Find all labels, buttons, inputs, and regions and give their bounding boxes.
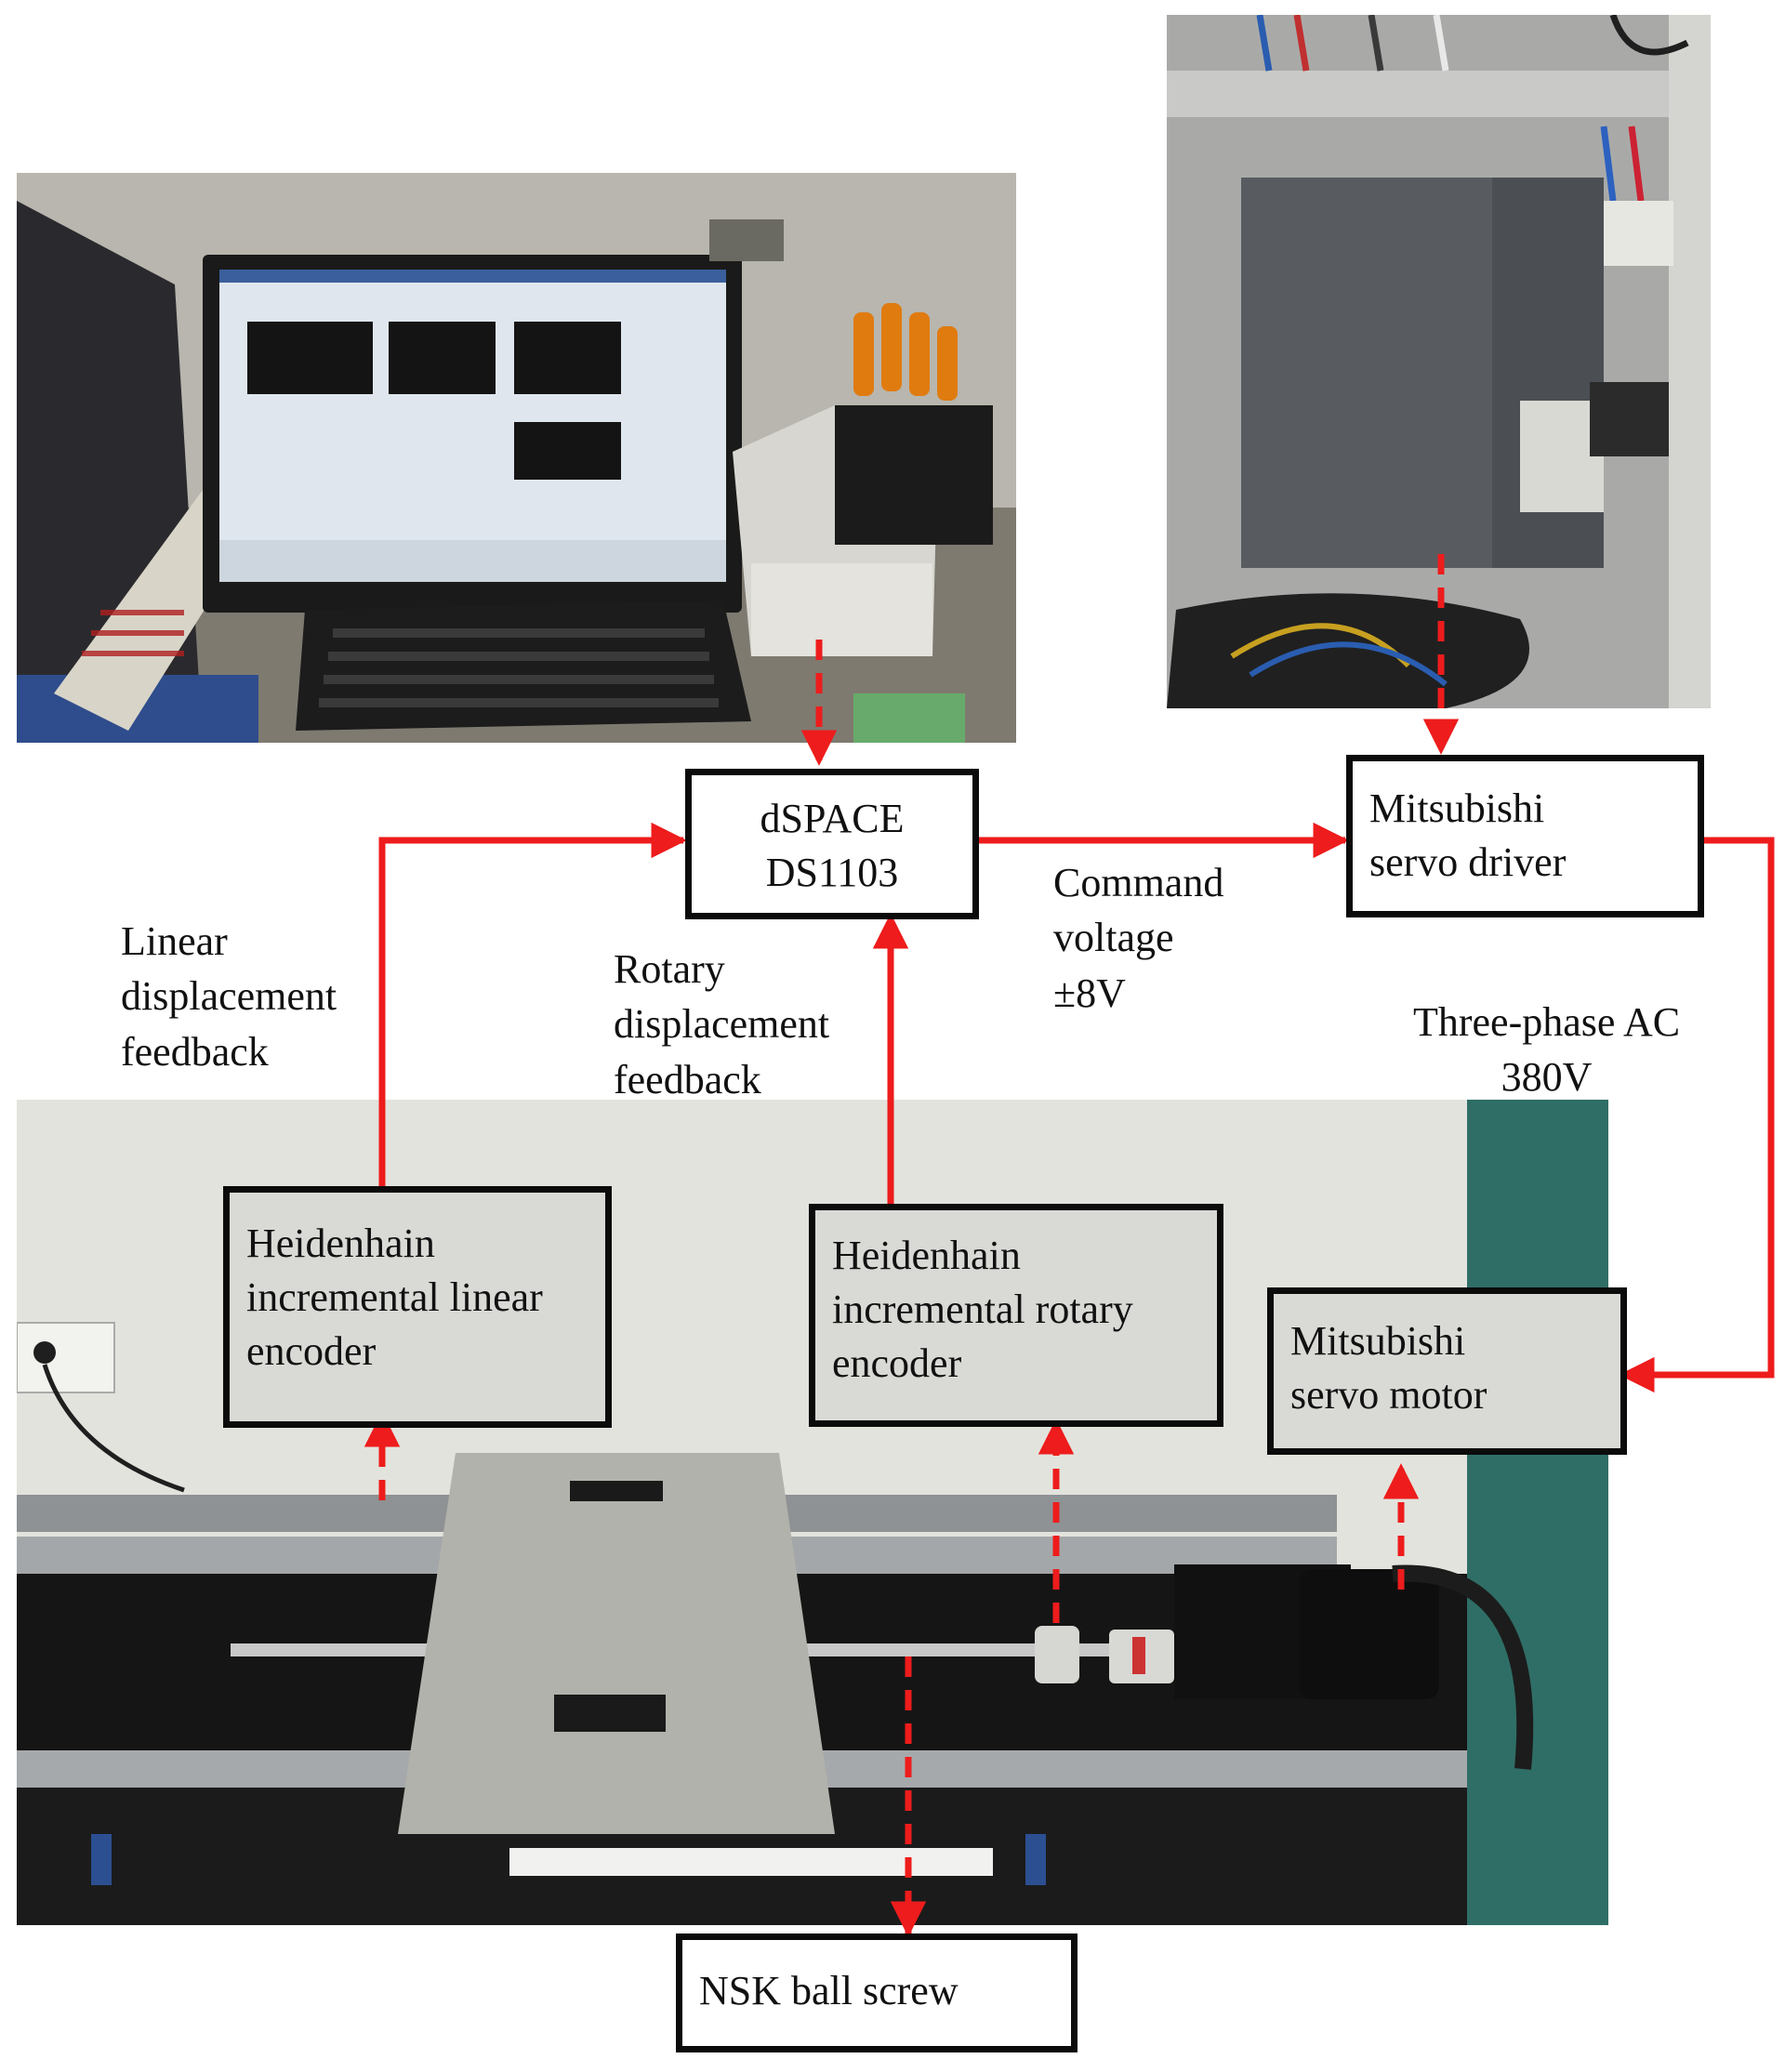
arrow-three-phase xyxy=(1619,837,1775,1393)
label-three-phase-ac: Three-phase AC 380V xyxy=(1413,995,1680,1105)
node-linear-encoder-line-1: Heidenhain xyxy=(246,1221,435,1266)
node-linear-encoder-line-3: encoder xyxy=(246,1328,377,1375)
cabinet-photo xyxy=(1167,15,1711,708)
node-rotary-encoder-line-1: Heidenhain xyxy=(832,1233,1021,1278)
label-three-phase-line-1: Three-phase AC xyxy=(1413,999,1681,1045)
node-servo-driver-line-1: Mitsubishi xyxy=(1369,785,1545,831)
label-linear-line-2: displacement xyxy=(121,973,337,1020)
node-servo-motor-line-2: servo motor xyxy=(1290,1372,1488,1419)
label-rotary-line-3: feedback xyxy=(614,1056,761,1102)
label-rotary-displacement-feedback: Rotary displacement feedback xyxy=(614,942,829,1107)
node-heidenhain-linear-encoder: Heidenhain incremental linear encoder xyxy=(223,1186,612,1428)
node-servo-motor-line-1: Mitsubishi xyxy=(1290,1318,1466,1364)
label-linear-line-1: Linear xyxy=(121,918,228,964)
label-command-voltage: Command voltage ±8V xyxy=(1053,855,1223,1021)
node-dspace-ds1103: dSPACE DS1103 xyxy=(685,769,979,919)
node-nsk-ball-screw: NSK ball screw xyxy=(676,1933,1078,2052)
node-linear-encoder-line-2: incremental linear xyxy=(246,1274,543,1321)
label-rotary-line-1: Rotary xyxy=(614,946,725,992)
node-mitsubishi-servo-motor: Mitsubishi servo motor xyxy=(1267,1287,1627,1455)
node-rotary-encoder-line-3: encoder xyxy=(832,1340,962,1387)
label-command-line-1: Command xyxy=(1053,860,1224,905)
label-linear-line-3: feedback xyxy=(121,1028,269,1075)
label-command-line-3: ±8V xyxy=(1053,970,1126,1016)
node-dspace-line-2: DS1103 xyxy=(765,850,899,896)
node-rotary-encoder-line-2: incremental rotary xyxy=(832,1287,1133,1333)
node-servo-driver-line-2: servo driver xyxy=(1369,839,1567,886)
node-ball-screw-line-1: NSK ball screw xyxy=(699,1968,959,2013)
label-three-phase-line-2: 380V xyxy=(1501,1054,1593,1101)
label-linear-displacement-feedback: Linear displacement feedback xyxy=(121,914,337,1079)
arrow-linear-feedback xyxy=(378,822,687,1186)
workstation-photo xyxy=(17,173,1016,743)
label-command-line-2: voltage xyxy=(1053,915,1174,961)
node-mitsubishi-servo-driver: Mitsubishi servo driver xyxy=(1346,755,1704,917)
label-rotary-line-2: displacement xyxy=(614,1001,830,1048)
node-dspace-line-1: dSPACE xyxy=(760,796,905,841)
node-heidenhain-rotary-encoder: Heidenhain incremental rotary encoder xyxy=(809,1204,1223,1427)
